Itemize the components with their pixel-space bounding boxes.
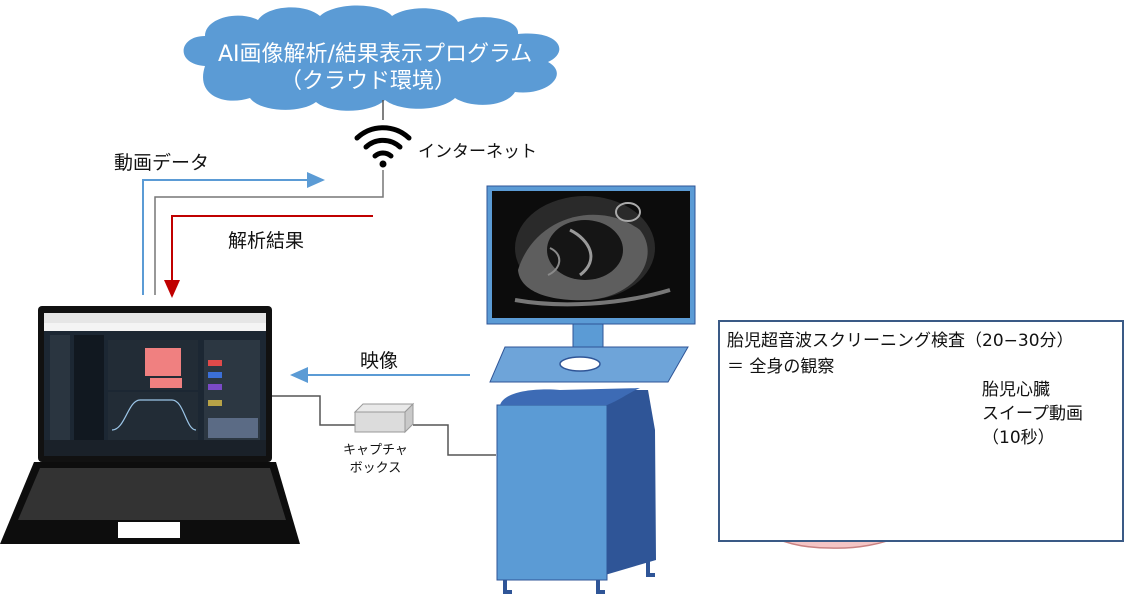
internet-label: インターネット — [418, 142, 537, 162]
panel-subtitle: ＝ 全身の観察 — [727, 357, 835, 377]
wifi-icon — [354, 125, 412, 168]
image-label: 映像 — [360, 350, 399, 372]
cloud-subtitle: （クラウド環境） — [279, 69, 456, 94]
cloud-title: AI画像解析/結果表示プログラム — [218, 42, 533, 67]
ultrasound-machine — [486, 185, 696, 594]
analysis-result-label: 解析結果 — [228, 230, 305, 252]
analysis-result-arrow — [164, 215, 373, 298]
video-data-arrow — [142, 172, 325, 295]
video-data-label: 動画データ — [114, 152, 210, 174]
heart-sweep-callout: 胎児心臓 スイープ動画 （10秒） — [982, 380, 1083, 448]
laptop — [0, 306, 300, 544]
capture-box — [353, 402, 415, 434]
cloud-shape — [183, 5, 560, 111]
internet-line — [154, 170, 384, 295]
capture-box-label: キャプチャ ボックス — [343, 443, 408, 476]
cable-laptop-capture — [272, 395, 355, 426]
panel-title: 胎児超音波スクリーニング検査（20−30分） — [727, 331, 1074, 351]
cable-capture-machine — [413, 424, 496, 456]
screening-panel — [718, 320, 1124, 542]
